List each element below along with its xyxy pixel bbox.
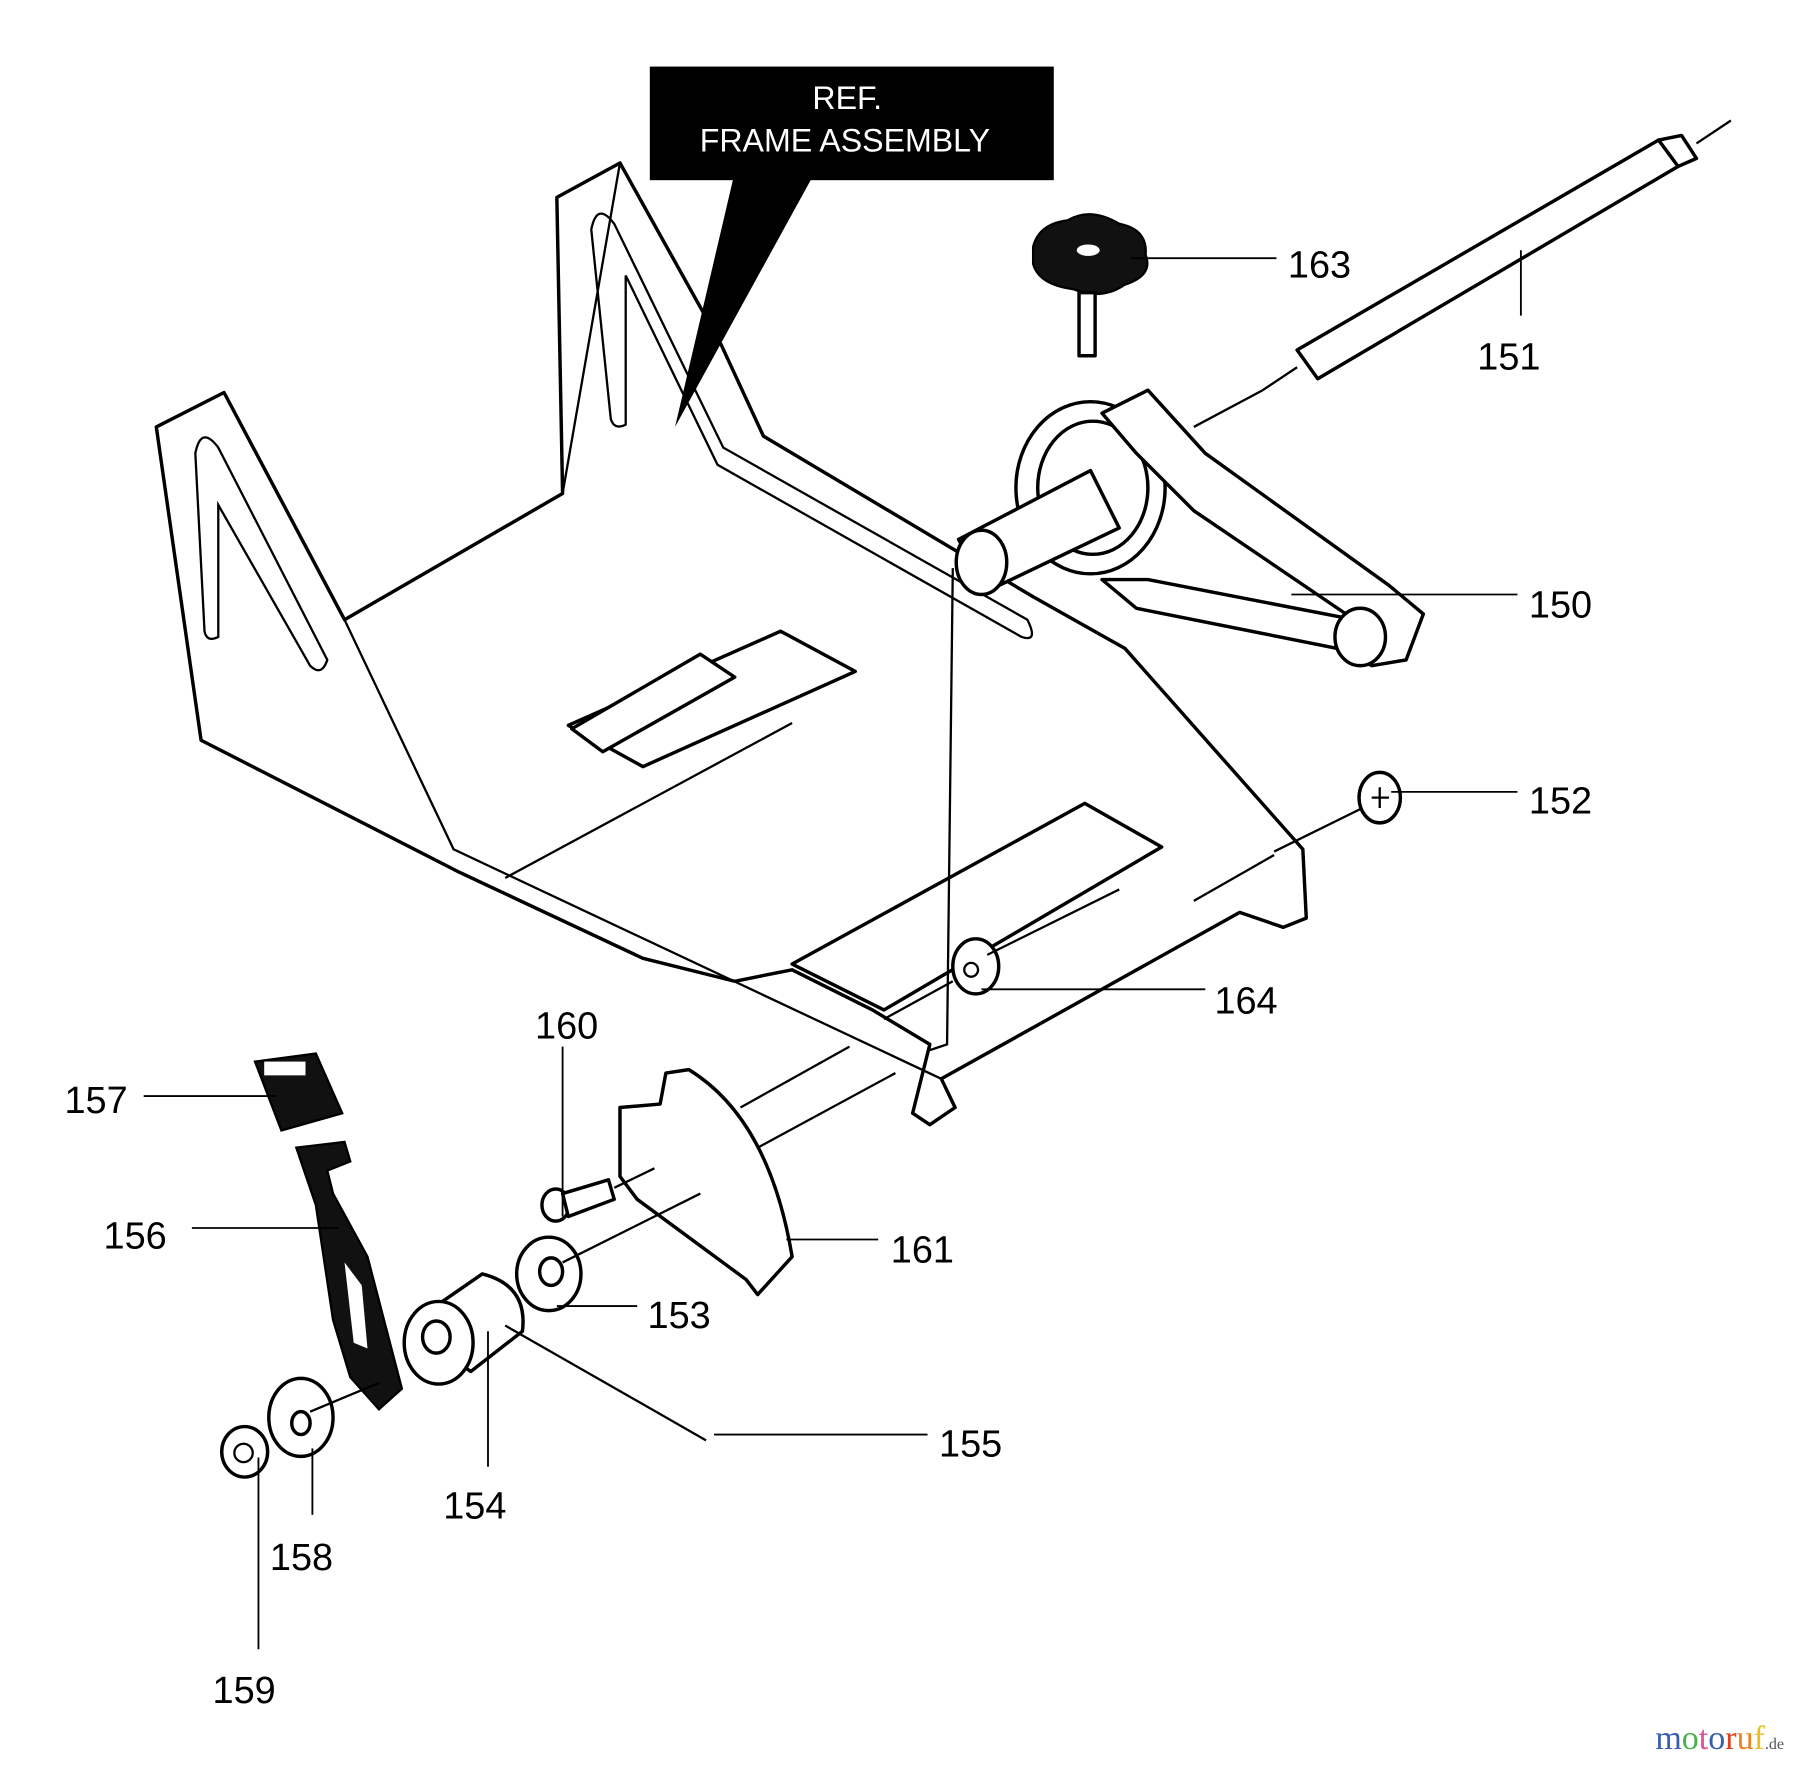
callout-line1: REF. [812, 80, 882, 116]
label-161: 161 [891, 1229, 954, 1271]
nut-164 [883, 888, 1120, 1021]
leader-lines [143, 250, 1522, 1650]
collar-154 [402, 1272, 707, 1442]
label-156: 156 [104, 1216, 167, 1258]
detent-plate-161 [618, 1045, 896, 1297]
screw-152 [1273, 770, 1403, 853]
label-154: 154 [443, 1485, 506, 1527]
label-157: 157 [64, 1080, 127, 1122]
watermark-logo: motoruf.de [1655, 1720, 1784, 1757]
lever-156 [294, 1140, 404, 1411]
label-158: 158 [270, 1537, 333, 1579]
bracket-150 [954, 388, 1426, 668]
nut-159 [220, 1424, 270, 1479]
knob-163 [1031, 213, 1149, 358]
part-labels: 163 151 150 152 164 160 157 156 161 153 … [64, 245, 1592, 1712]
grip-157 [253, 1052, 344, 1132]
washer-153 [514, 1192, 701, 1313]
label-150: 150 [1529, 584, 1592, 626]
label-151: 151 [1477, 337, 1540, 379]
label-152: 152 [1529, 781, 1592, 823]
label-160: 160 [535, 1006, 598, 1048]
label-153: 153 [648, 1295, 711, 1337]
label-163: 163 [1288, 245, 1351, 287]
label-164: 164 [1214, 980, 1277, 1022]
label-159: 159 [213, 1670, 276, 1712]
rod-151 [1193, 119, 1732, 428]
ref-frame-assembly-callout: REF. FRAME ASSEMBLY [649, 66, 1054, 427]
washer-158 [267, 1376, 380, 1459]
frame-assembly [154, 161, 1308, 1127]
callout-line2: FRAME ASSEMBLY [700, 122, 990, 158]
label-155: 155 [939, 1423, 1002, 1465]
